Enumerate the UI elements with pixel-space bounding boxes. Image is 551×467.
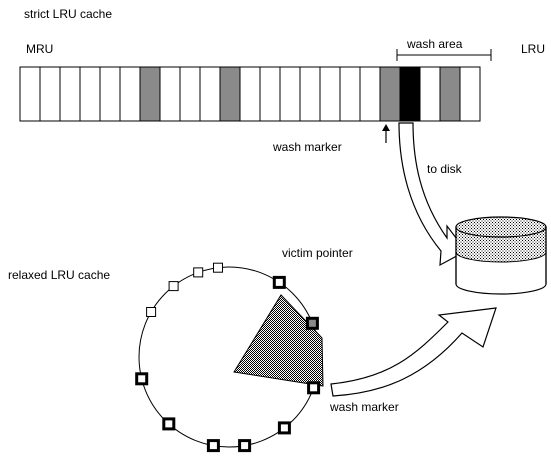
ring-buffer-slot-dirty — [240, 441, 250, 451]
ring-wash-marker-slot — [307, 318, 317, 328]
buffer-slot — [280, 67, 300, 121]
lru-label: LRU — [521, 42, 545, 56]
wash-marker-label-relaxed: wash marker — [330, 400, 399, 414]
wash-marker-slot — [400, 67, 420, 121]
strict-lru-buffer — [20, 67, 480, 121]
strict-lru-cache-label: strict LRU cache — [24, 7, 112, 21]
buffer-slot — [460, 67, 480, 121]
buffer-slot — [340, 67, 360, 121]
buffer-slot — [360, 67, 380, 121]
wash-marker-pointer — [382, 124, 390, 143]
buffer-slot — [60, 67, 80, 121]
mru-label: MRU — [26, 42, 53, 56]
buffer-slot — [180, 67, 200, 121]
buffer-slot — [20, 67, 40, 121]
buffer-slot — [100, 67, 120, 121]
buffer-slot-shaded — [440, 67, 460, 121]
ring-buffer-slot — [147, 308, 156, 317]
buffer-slot — [240, 67, 260, 121]
to-disk-arrow-relaxed — [331, 308, 496, 396]
buffer-slot — [120, 67, 140, 121]
ring-buffer-slot — [214, 263, 223, 272]
buffer-slot — [40, 67, 60, 121]
buffer-slot — [200, 67, 220, 121]
victim-pointer-label: victim pointer — [282, 246, 353, 260]
ring-buffer-slot-dirty — [309, 383, 319, 393]
buffer-slot-shaded — [140, 67, 160, 121]
to-disk-label: to disk — [427, 162, 462, 176]
buffer-slot — [160, 67, 180, 121]
buffer-slot — [80, 67, 100, 121]
buffer-slot — [300, 67, 320, 121]
buffer-slot — [420, 67, 440, 121]
ring-buffer-slot-dirty — [137, 374, 147, 384]
buffer-slot-shaded — [380, 67, 400, 121]
buffer-slot-shaded — [220, 67, 240, 121]
buffer-slot — [260, 67, 280, 121]
ring-buffer-slot-dirty — [208, 441, 218, 451]
wash-marker-label-strict: wash marker — [273, 140, 342, 154]
buffer-slot — [320, 67, 340, 121]
ring-buffer-slot — [194, 268, 203, 277]
wash-area-label: wash area — [407, 37, 462, 51]
victim-pointer-sector — [234, 295, 323, 386]
ring-buffer-slot-dirty — [164, 419, 174, 429]
disk-cylinder — [456, 217, 546, 294]
ring-buffer-slot-dirty — [274, 277, 284, 287]
ring-buffer-slot-dirty — [279, 423, 289, 433]
relaxed-lru-cache-label: relaxed LRU cache — [8, 268, 110, 282]
ring-buffer-slot — [169, 282, 178, 291]
